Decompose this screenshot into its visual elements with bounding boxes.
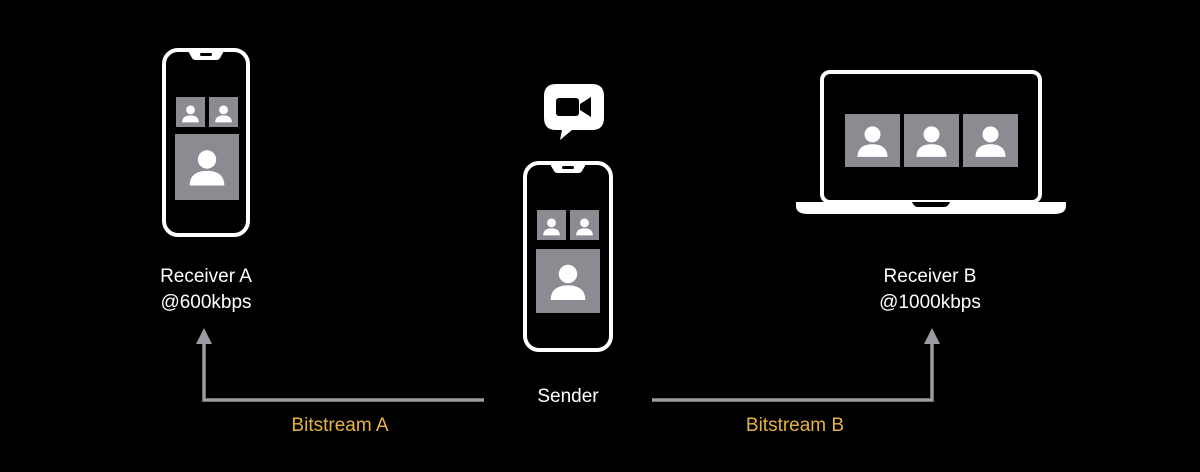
facetime-video-icon: [544, 84, 604, 140]
sender-name: Sender: [537, 386, 599, 407]
receiver-b-tile-1: [845, 114, 900, 167]
arrow-up-icon: [924, 328, 940, 344]
receiver-a-label: Receiver A @600kbps: [160, 264, 252, 316]
receiver-b-bitrate: @1000kbps: [879, 292, 981, 313]
receiver-a-bitrate: @600kbps: [160, 292, 252, 313]
bitstream-a-label: Bitstream A: [291, 415, 389, 436]
sender-phone-icon: [523, 161, 613, 352]
receiver-b-tile-2: [904, 114, 959, 167]
bitstream-b-arrow: [652, 328, 940, 402]
receiver-a-main-tile: [175, 134, 239, 200]
bitstream-b-label: Bitstream B: [745, 415, 845, 436]
receiver-a-small-tile-1: [176, 97, 205, 127]
bitstream-a-arrow: [196, 328, 484, 402]
receiver-b-laptop-icon: [796, 70, 1066, 214]
receiver-b-tile-3: [963, 114, 1018, 167]
receiver-a-name: Receiver A: [160, 266, 252, 287]
sender-main-tile: [536, 249, 600, 313]
receiver-b-name: Receiver B: [883, 266, 977, 287]
arrow-up-icon: [196, 328, 212, 344]
receiver-a-phone-icon: [162, 48, 250, 237]
receiver-b-label: Receiver B @1000kbps: [879, 264, 981, 316]
receiver-a-small-tile-2: [209, 97, 238, 127]
sender-label: Sender: [537, 384, 598, 410]
sender-small-tile-2: [570, 210, 599, 240]
sender-small-tile-1: [537, 210, 566, 240]
